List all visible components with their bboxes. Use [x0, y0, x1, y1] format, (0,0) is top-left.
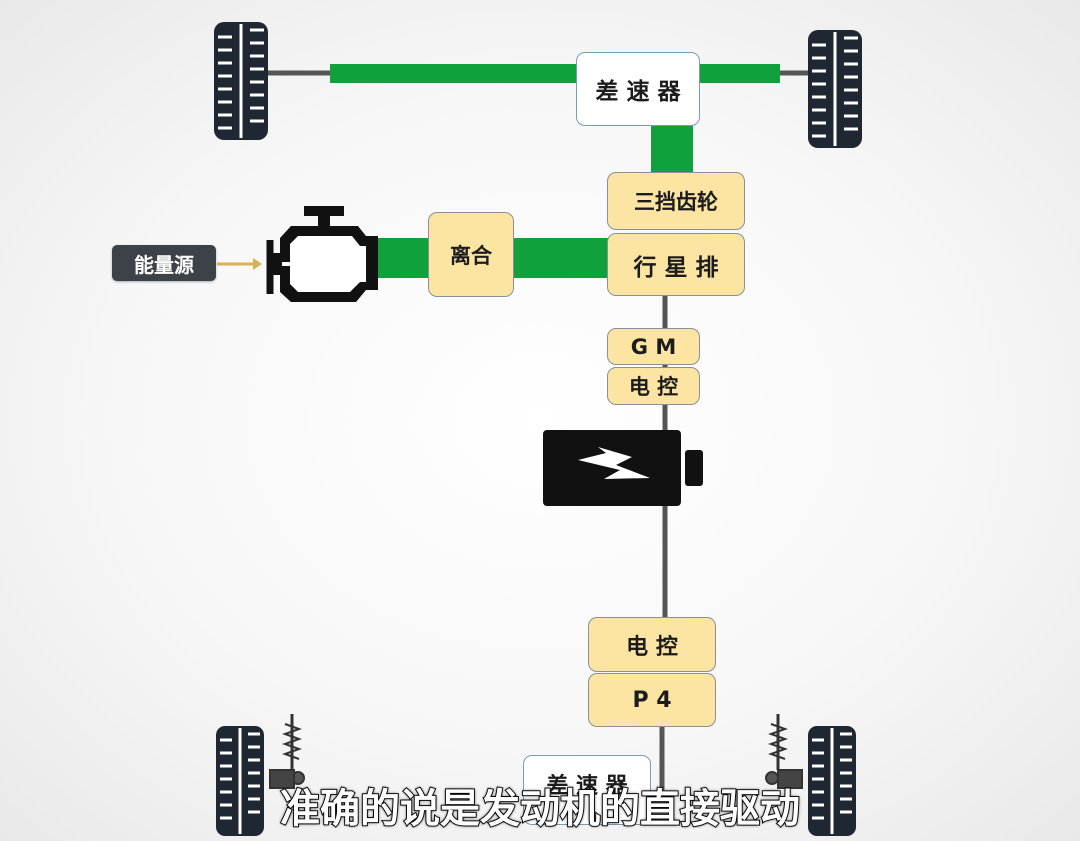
p4-motor-module: P 4 [588, 673, 716, 727]
front-differential-label: 差 速 器 [595, 79, 681, 105]
third-gear-module: 三挡齿轮 [607, 172, 745, 230]
energy-arrow-head [253, 258, 262, 270]
front-axle-power-path [330, 64, 780, 83]
rear-controller-module: 电 控 [588, 617, 716, 672]
rear-differential-label: 差 速 器 [546, 774, 628, 799]
gm-label: G M [630, 334, 677, 359]
gm-motor-module: G M [607, 328, 700, 365]
tire-icon [808, 30, 862, 148]
tire-icon [808, 726, 856, 836]
energy-source-label: 能量源 [112, 245, 216, 281]
planetary-gear-module: 行 星 排 [607, 233, 745, 296]
rear-controller-label: 电 控 [626, 634, 678, 660]
tire-icon [216, 726, 264, 836]
planetary-gear-label: 行 星 排 [633, 254, 719, 281]
battery-icon [543, 430, 703, 506]
shock-absorber-icon [269, 714, 305, 789]
gm-controller-module: 电 控 [607, 367, 700, 405]
differential-to-gear-power-path [651, 118, 693, 176]
rear-differential: 差 速 器 [523, 755, 651, 825]
third-gear-label: 三挡齿轮 [634, 190, 718, 214]
front-differential: 差 速 器 [576, 52, 700, 126]
gm-controller-label: 电 控 [628, 375, 679, 399]
shock-absorber-icon [765, 714, 803, 789]
p4-label: P 4 [632, 687, 672, 713]
clutch-to-planetary-power-path [508, 238, 612, 278]
tire-icon [214, 22, 268, 140]
engine-icon [266, 206, 378, 302]
clutch-module: 离合 [428, 212, 514, 297]
video-subtitle: 准确的说是发动机的直接驱动 [279, 785, 801, 833]
engine-to-clutch-power-path [378, 238, 434, 278]
clutch-label: 离合 [450, 243, 492, 268]
